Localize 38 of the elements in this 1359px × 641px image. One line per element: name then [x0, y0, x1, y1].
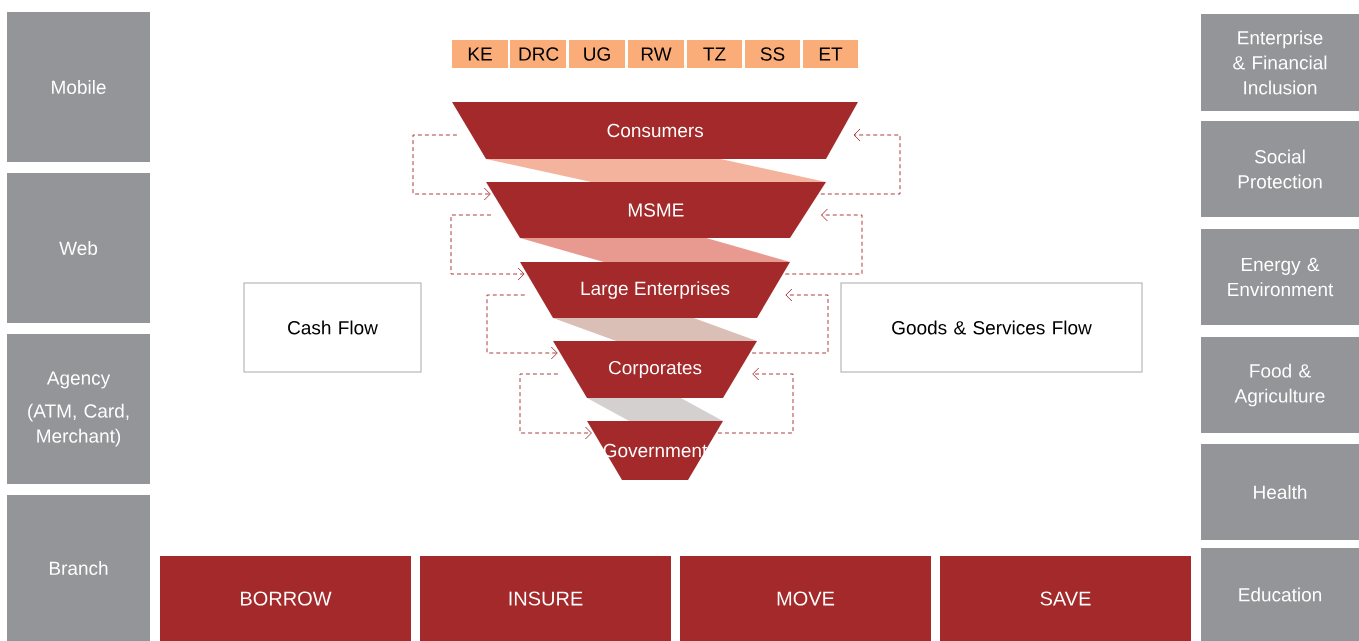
country-tag: DRC: [510, 40, 566, 68]
dashed-arrow: [717, 367, 794, 434]
node-label: DRC: [519, 47, 559, 61]
dashed-arrow: [751, 288, 829, 354]
dashed-arrow: [412, 134, 491, 201]
dashed-arrow: [486, 294, 558, 360]
sector-box: Health: [1201, 444, 1359, 540]
sector-box: Energy & Environment: [1201, 229, 1359, 325]
dashed-arrow: [519, 373, 592, 440]
sector-box: Food & Agriculture: [1201, 337, 1359, 433]
channel-box: Branch: [7, 495, 150, 641]
funnel-segment: Corporates: [553, 341, 757, 421]
country-tag: TZ: [687, 40, 742, 68]
service-box: MOVE: [680, 556, 931, 641]
dashed-arrow: [450, 214, 525, 281]
dashed-arrow: [820, 128, 901, 195]
country-tag: KE: [452, 40, 508, 68]
country-tag: SS: [745, 40, 800, 68]
dashed-arrow: [784, 208, 863, 275]
funnel-segment: Large Enterprises: [520, 262, 790, 341]
flow-box: Cash Flow: [243, 282, 422, 373]
channel-box: Mobile: [7, 12, 150, 162]
funnel-segment: MSME: [486, 182, 826, 262]
channel-box: Web: [7, 173, 150, 323]
service-box: INSURE: [420, 556, 671, 641]
sector-box: Social Protection: [1201, 121, 1359, 217]
service-box: BORROW: [160, 556, 411, 641]
country-tag: ET: [803, 40, 858, 68]
sector-box: Education: [1201, 548, 1359, 641]
funnel-segment: Consumers: [452, 102, 858, 182]
funnel-segment: Government: [587, 421, 723, 480]
sector-box: Enterprise & Financial Inclusion: [1201, 14, 1359, 111]
country-tag: RW: [628, 40, 684, 68]
service-box: SAVE: [940, 556, 1191, 641]
node-label: KE: [468, 47, 492, 61]
channel-box: Agency (ATM, Card, Merchant): [7, 334, 150, 484]
country-tag: UG: [569, 40, 625, 68]
flow-box: Goods & Services Flow: [840, 282, 1143, 373]
